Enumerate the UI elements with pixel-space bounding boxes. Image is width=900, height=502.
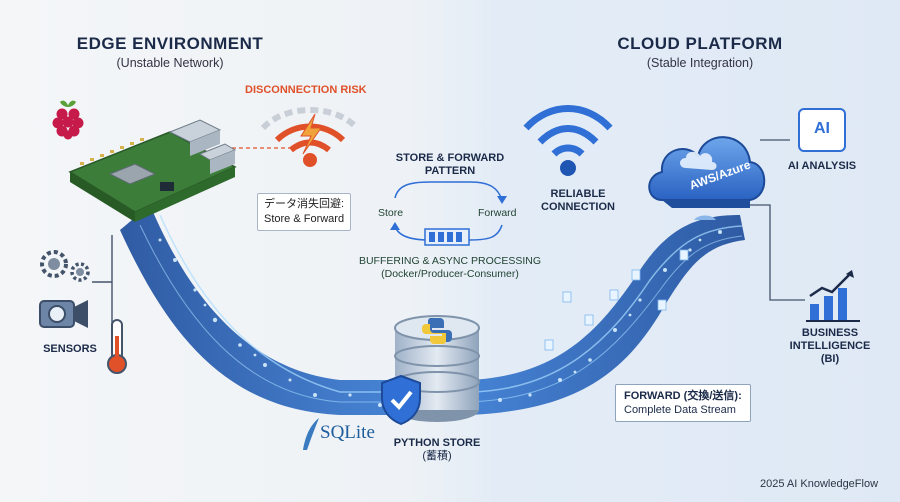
security-shield-icon (381, 374, 421, 426)
gears-icon (40, 250, 90, 282)
sqlite-label: SQLite (320, 422, 375, 443)
forward-callout-line2: Complete Data Stream (624, 404, 736, 416)
store-label: Store (378, 207, 404, 219)
buffering-line1: BUFFERING & ASYNC PROCESSING (358, 255, 542, 267)
cloud-title: CLOUD PLATFORM (617, 34, 783, 53)
reliable-line1: RELIABLE (550, 188, 606, 200)
buffering-line2: (Docker/Producer-Consumer) (381, 268, 519, 280)
broken-wifi-icon (260, 107, 360, 167)
sqlite-feather-icon (303, 418, 319, 450)
reliable-wifi-icon (523, 105, 613, 176)
bar-chart-icon (806, 270, 860, 322)
pattern-title-line2: PATTERN (424, 165, 476, 177)
forward-label: Forward (478, 207, 517, 219)
disconnection-risk-label: DISCONNECTION RISK (245, 84, 367, 96)
python-store-line1: PYTHON STORE (393, 437, 481, 449)
footer-credit: 2025 AI KnowledgeFlow (760, 478, 879, 490)
ai-analysis-label: AI ANALYSIS (787, 160, 857, 172)
risk-note-box: データ消失回避: Store & Forward (257, 193, 352, 231)
python-store-line2: (蓄積) (422, 450, 452, 462)
buffer-queue-icon (424, 228, 470, 246)
forward-callout-box: FORWARD (交換/送信): Complete Data Stream (615, 384, 751, 422)
raspberry-pi-logo-icon (52, 100, 84, 140)
reliable-line2: CONNECTION (541, 201, 615, 213)
stream-data-packets (544, 249, 689, 351)
stream-particles (158, 230, 722, 407)
forward-callout-line1: FORWARD (交換/送信): (624, 390, 742, 402)
risk-note-line1: データ消失回避: (264, 198, 345, 210)
data-stream-ribbon (120, 205, 745, 415)
python-store-label: PYTHON STORE (蓄積) (377, 437, 497, 463)
cloud-icon (648, 136, 766, 220)
pattern-title-line1: STORE & FORWARD (395, 152, 505, 164)
raspberry-pi-board-icon (68, 119, 237, 222)
bi-line1: BUSINESS (801, 327, 859, 339)
reliable-connection-label: RELIABLE CONNECTION (528, 188, 628, 214)
bi-line3: (BI) (820, 353, 840, 365)
cloud-subtitle: (Stable Integration) (646, 56, 754, 70)
ai-chip-icon: AI (798, 108, 846, 152)
thermometer-icon (107, 319, 127, 374)
buffering-text: BUFFERING & ASYNC PROCESSING (Docker/Pro… (330, 255, 570, 281)
bi-label: BUSINESS INTELLIGENCE (BI) (775, 327, 885, 366)
sensors-label: SENSORS (43, 343, 97, 355)
risk-note-line2: Store & Forward (264, 213, 345, 225)
edge-subtitle: (Unstable Network) (116, 56, 224, 70)
bi-line2: INTELLIGENCE (789, 340, 871, 352)
edge-title: EDGE ENVIRONMENT (76, 34, 264, 53)
camera-icon (39, 300, 88, 328)
pattern-title: STORE & FORWARD PATTERN (370, 152, 530, 178)
